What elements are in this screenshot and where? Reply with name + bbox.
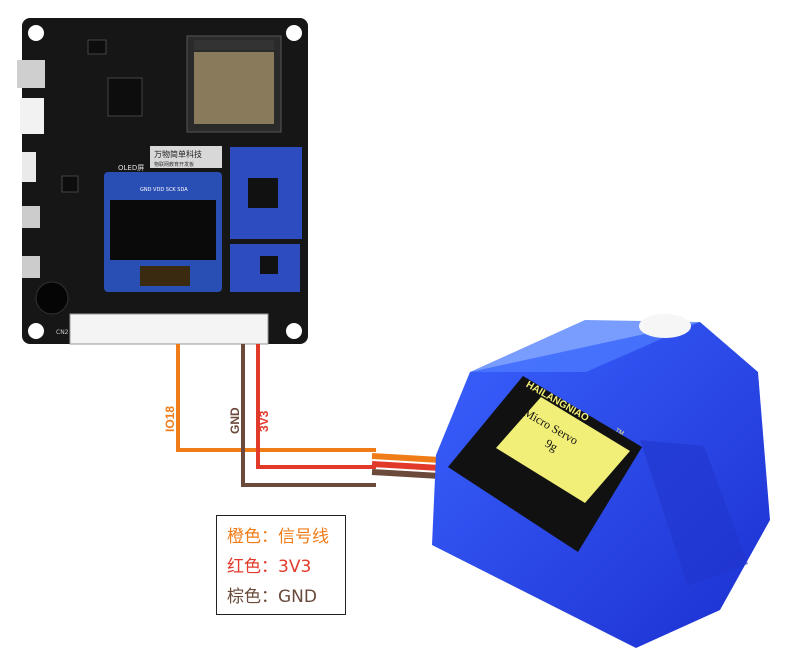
wires	[176, 344, 441, 487]
servo-horn-base	[639, 314, 691, 338]
brand-label-box	[150, 146, 222, 168]
wire-label-io18: IO18	[163, 406, 177, 432]
color-legend: 橙色：信号线 红色：3V3 棕色：GND	[216, 515, 346, 615]
jst-connector	[20, 98, 44, 134]
chip	[87, 39, 107, 55]
sg90-servo: HAILANGNIAO TM Micro Servo 9g SG90	[432, 314, 770, 648]
servo-top	[470, 320, 700, 372]
servo-lead-orange	[371, 453, 441, 463]
dev-board: 万物简单科技 物联网教育开发板 OLED屏 GND VDD SCK SDA CN…	[17, 18, 308, 345]
servo-lead-brown	[371, 469, 441, 479]
oled-flex	[140, 266, 190, 286]
brand-sublabel: 物联网教育开发板	[154, 161, 194, 168]
servo-side	[640, 440, 748, 586]
wire-power	[256, 344, 376, 469]
connector-label: CN2	[56, 329, 69, 336]
push-button	[22, 206, 40, 228]
chip	[61, 175, 79, 193]
sensor-chip	[248, 178, 278, 208]
servo-yellow-label	[496, 397, 630, 503]
legend-item-red: 红色：3V3	[227, 557, 312, 577]
antenna-area	[194, 40, 274, 50]
brand-label: 万物简单科技	[154, 149, 202, 159]
pin-header-cn2	[69, 313, 269, 345]
oled-label: OLED屏	[118, 164, 144, 172]
oled-pin-labels: GND VDD SCK SDA	[140, 187, 188, 193]
mount-hole	[286, 323, 302, 339]
wire-label-gnd: GND	[228, 407, 242, 434]
slide-switch	[22, 152, 36, 182]
mount-hole	[28, 323, 44, 339]
servo-lead-red	[371, 461, 441, 471]
wire-signal	[176, 344, 376, 452]
wire-ground	[241, 344, 376, 487]
oled-screen	[110, 200, 216, 260]
module-shield	[194, 52, 274, 124]
legend-item-orange: 橙色：信号线	[227, 527, 329, 547]
servo-trademark: TM	[614, 428, 625, 438]
push-button	[22, 256, 40, 278]
sensor-chip	[260, 256, 278, 274]
mount-hole	[286, 25, 302, 41]
mount-hole	[28, 25, 44, 41]
chip	[107, 77, 143, 117]
usb-port	[17, 60, 45, 88]
buzzer	[35, 281, 69, 315]
wire-label-3v3: 3V3	[257, 410, 271, 432]
legend-item-brown: 棕色：GND	[227, 587, 317, 607]
